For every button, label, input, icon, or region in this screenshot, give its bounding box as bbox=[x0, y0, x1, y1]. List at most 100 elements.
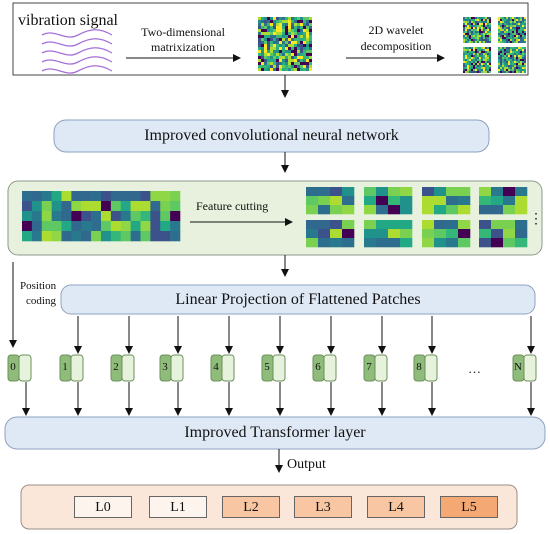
matrix-pixel bbox=[303, 53, 306, 56]
matrix-pixel bbox=[285, 38, 288, 41]
wavelet-pixel bbox=[512, 29, 514, 31]
token-embedding-cell bbox=[424, 354, 438, 382]
wavelet-pixel bbox=[477, 71, 479, 73]
wavelet-pixel bbox=[489, 33, 491, 35]
wavelet-pixel bbox=[522, 25, 524, 27]
wavelet-pixel bbox=[524, 57, 526, 59]
wavelet-pixel bbox=[508, 53, 510, 55]
feature-map-cell bbox=[110, 231, 122, 242]
wavelet-pixel bbox=[471, 27, 473, 29]
vibration-signal-label: vibration signal bbox=[18, 12, 118, 29]
feature-map-cell bbox=[140, 191, 151, 202]
feature-map-cell bbox=[41, 221, 52, 232]
wavelet-pixel bbox=[498, 33, 500, 35]
wavelet-pixel bbox=[479, 67, 481, 69]
matrix-pixel bbox=[258, 68, 261, 71]
wavelet-pixel bbox=[471, 35, 473, 37]
wavelet-pixel bbox=[467, 29, 469, 31]
feature-map-cell bbox=[120, 211, 131, 222]
wavelet-pixel bbox=[477, 61, 479, 63]
feature-map-cell bbox=[91, 211, 102, 222]
wavelet-pixel bbox=[467, 71, 469, 73]
wavelet-pixel bbox=[469, 35, 471, 37]
wavelet-pixel bbox=[514, 47, 516, 49]
matrix-pixel bbox=[267, 50, 270, 53]
wavelet-pixel bbox=[498, 49, 500, 51]
wavelet-pixel bbox=[504, 59, 506, 61]
matrix-pixel bbox=[297, 44, 300, 47]
matrix-pixel bbox=[261, 35, 264, 38]
wavelet-pixel bbox=[467, 17, 469, 19]
wavelet-pixel bbox=[467, 49, 469, 51]
wavelet-pixel bbox=[500, 29, 502, 31]
wavelet-pixel bbox=[502, 67, 504, 69]
matrix-pixel bbox=[273, 68, 276, 71]
matrix-pixel bbox=[264, 35, 267, 38]
wavelet-pixel bbox=[475, 25, 477, 27]
feature-map-cell bbox=[91, 221, 102, 232]
matrix-pixel bbox=[291, 17, 294, 20]
matrix-pixel bbox=[279, 29, 282, 32]
patch-cell bbox=[434, 196, 447, 206]
matrix-pixel bbox=[273, 44, 276, 47]
token-ellipsis: … bbox=[468, 361, 481, 376]
wavelet-pixel bbox=[475, 19, 477, 21]
matrix-pixel bbox=[288, 62, 291, 65]
wavelet-pixel bbox=[477, 49, 479, 51]
wavelet-pixel bbox=[520, 41, 522, 43]
wavelet-pixel bbox=[518, 57, 520, 59]
wavelet-pixel bbox=[512, 67, 514, 69]
wavelet-pixel bbox=[498, 31, 500, 33]
wavelet-pixel bbox=[504, 41, 506, 43]
wavelet-pixel bbox=[524, 63, 526, 65]
wavelet-pixel bbox=[473, 41, 475, 43]
wavelet-pixel bbox=[465, 61, 467, 63]
wavelet-pixel bbox=[467, 41, 469, 43]
wavelet-pixel bbox=[502, 47, 504, 49]
wavelet-pixel bbox=[516, 59, 518, 61]
wavelet-pixel bbox=[500, 31, 502, 33]
wavelet-pixel bbox=[463, 41, 465, 43]
wavelet-pixel bbox=[518, 71, 520, 73]
wavelet-pixel bbox=[500, 25, 502, 27]
matrix-pixel bbox=[300, 47, 303, 50]
patch-cell bbox=[400, 205, 413, 215]
patch-cell bbox=[446, 187, 459, 197]
wavelet-pixel bbox=[477, 25, 479, 27]
matrix-pixel bbox=[294, 20, 297, 23]
wavelet-pixel bbox=[489, 25, 491, 27]
matrix-pixel bbox=[273, 50, 276, 53]
wavelet-pixel bbox=[512, 19, 514, 21]
matrix-pixel bbox=[279, 44, 282, 47]
matrix-pixel bbox=[300, 35, 303, 38]
wavelet-pixel bbox=[485, 67, 487, 69]
wavelet-pixel bbox=[510, 39, 512, 41]
matrix-pixel bbox=[258, 17, 261, 20]
matrix-pixel bbox=[309, 65, 312, 68]
matrix-pixel bbox=[282, 65, 285, 68]
projection-label: Linear Projection of Flattened Patches bbox=[175, 291, 421, 308]
matrix-pixel bbox=[264, 20, 267, 23]
feature-map-cell bbox=[130, 231, 141, 242]
matrix-pixel bbox=[270, 65, 273, 68]
matrix-pixel bbox=[279, 59, 282, 62]
matrix-pixel bbox=[273, 65, 276, 68]
wavelet-pixel bbox=[504, 69, 506, 71]
wavelet-pixel bbox=[465, 57, 467, 59]
wavelet-pixel bbox=[487, 71, 489, 73]
wavelet-pixel bbox=[502, 31, 504, 33]
matrix-pixel bbox=[294, 56, 297, 59]
matrix-pixel bbox=[285, 29, 288, 32]
matrix-pixel bbox=[276, 38, 279, 41]
wavelet-pixel bbox=[502, 69, 504, 71]
wavelet-pixel bbox=[467, 47, 469, 49]
wavelet-pixel bbox=[510, 65, 512, 67]
wavelet-pixel bbox=[469, 51, 471, 53]
wavelet-pixel bbox=[469, 21, 471, 23]
wavelet-pixel bbox=[473, 19, 475, 21]
wavelet-pixel bbox=[469, 41, 471, 43]
wavelet-pixel bbox=[481, 19, 483, 21]
wavelet-pixel bbox=[510, 49, 512, 51]
wavelet-pixel bbox=[473, 21, 475, 23]
